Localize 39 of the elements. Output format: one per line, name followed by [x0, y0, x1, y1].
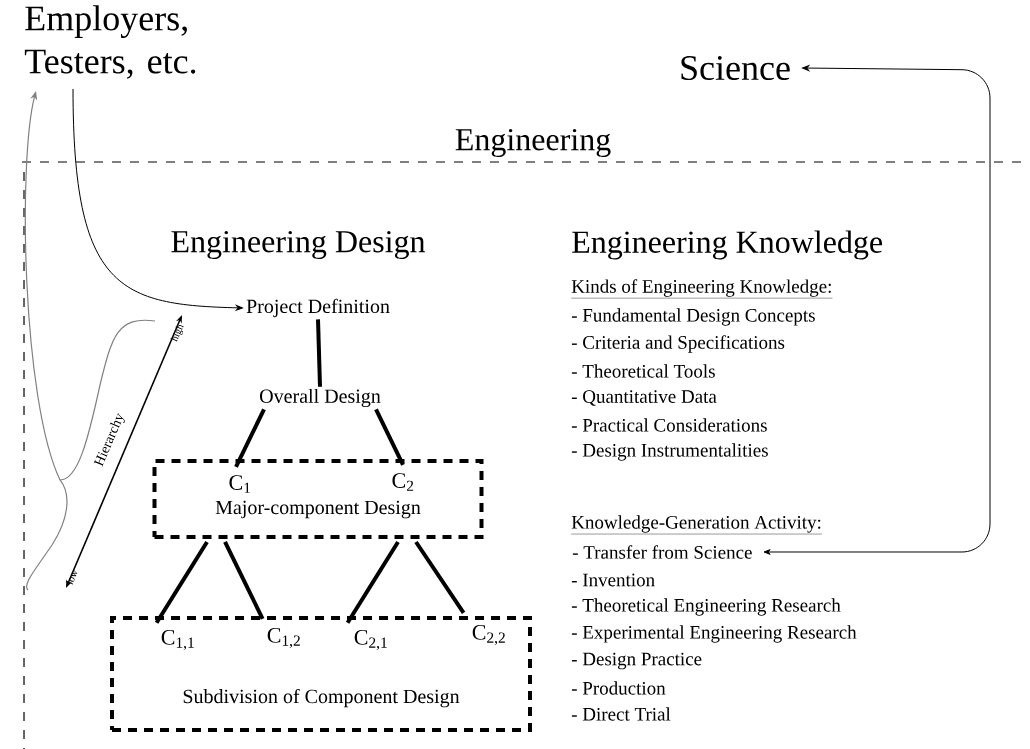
- list-item: - Theoretical Tools: [571, 364, 715, 378]
- list-item: - Fundamental Design Concepts: [571, 308, 815, 326]
- list-item: - Design Practice: [571, 652, 702, 670]
- component-label: C$_{1,2}$: [267, 627, 300, 648]
- connector-line: [223, 541, 265, 620]
- component-label: C$_{1}$: [229, 475, 250, 493]
- component-label: C$_{2}$: [392, 473, 414, 491]
- component-label: C$_{2,2}$: [472, 624, 505, 645]
- connector-line: [316, 319, 322, 387]
- list-item: - Production: [571, 681, 666, 695]
- axis-label: high: [170, 324, 184, 342]
- list-heading: Knowledge-Generation Activity:: [571, 515, 823, 535]
- list-item: - Invention: [571, 573, 655, 587]
- connector-line: [154, 540, 209, 624]
- list-item: - Design Instrumentalities: [571, 443, 768, 461]
- section-heading: Engineering Design: [171, 230, 426, 260]
- list-item: - Direct Trial: [571, 707, 671, 721]
- list-item: - Practical Considerations: [571, 418, 767, 432]
- list-item: - Experimental Engineering Research: [571, 625, 857, 643]
- stage-label: Project Definition: [246, 298, 390, 318]
- connector-line: [414, 540, 466, 614]
- source-text: Employers, Testers, etc.: [24, 5, 196, 79]
- list-item: - Transfer from Science: [572, 545, 752, 559]
- component-label: C$_{1,1}$: [161, 629, 194, 650]
- connector-line: [234, 408, 266, 468]
- component-label: C$_{2,1}$: [354, 629, 387, 650]
- list-item: - Quantitative Data: [571, 390, 717, 406]
- list-item: - Criteria and Specifications: [571, 335, 785, 353]
- stage-label: Overall Design: [260, 388, 381, 408]
- list-heading: Kinds of Engineering Knowledge:: [571, 279, 833, 299]
- arrow: [72, 88, 243, 311]
- region-title: Engineering: [453, 127, 613, 159]
- section-heading: Engineering Knowledge: [572, 230, 882, 260]
- connector-line: [345, 540, 400, 624]
- arrow: [763, 65, 991, 555]
- list-item: - Theoretical Engineering Research: [571, 598, 841, 616]
- brace: [25, 319, 156, 591]
- source-text: Science: [681, 55, 790, 81]
- connector-line: [374, 408, 405, 466]
